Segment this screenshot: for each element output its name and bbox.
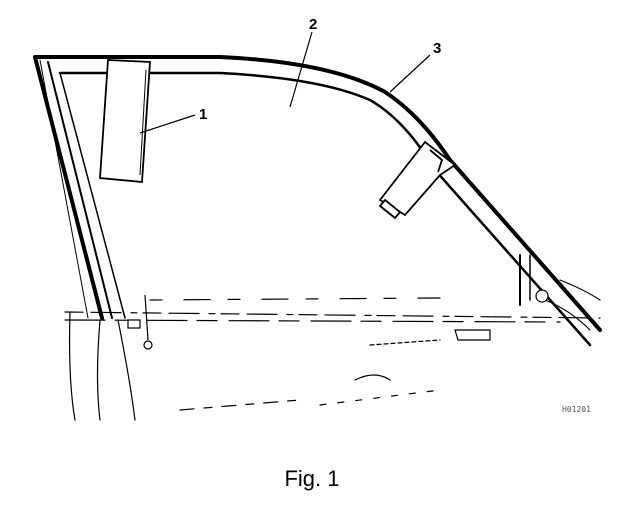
latch-detail [127,294,153,350]
callout-3: 3 [433,40,441,57]
tape-strip [99,59,151,183]
callout-leaders [139,31,431,134]
windshield-molding [33,55,602,347]
pillar-tape [378,140,457,220]
door-lines [64,254,601,421]
callout-2: 2 [309,16,317,33]
figure-caption: Fig. 1 [284,466,340,491]
reference-code: H01201 [562,405,591,414]
callout-1: 1 [199,106,207,123]
